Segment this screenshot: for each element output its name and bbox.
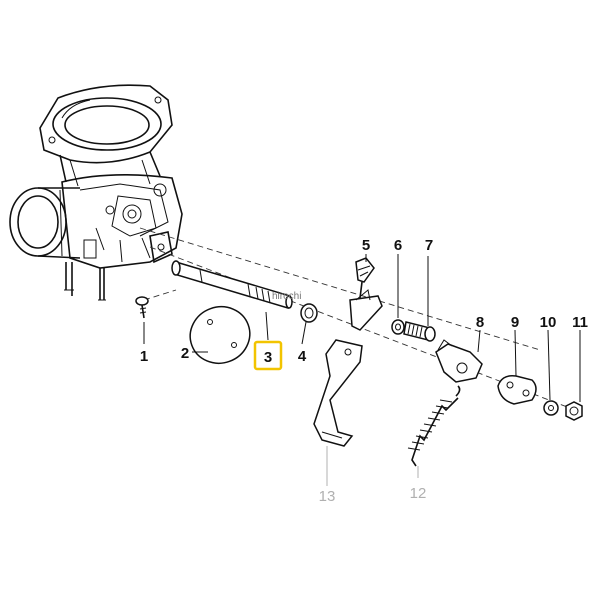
part-5-clip xyxy=(355,257,375,299)
part-7-bolt xyxy=(403,321,436,342)
callout-2: 2 xyxy=(181,345,189,362)
callout-4: 4 xyxy=(298,348,307,365)
callout-8: 8 xyxy=(476,314,484,331)
part-2-throttle-disc xyxy=(189,306,251,364)
part-13-lever-bracket xyxy=(313,289,383,447)
carburetor-body xyxy=(9,84,183,301)
callout-9: 9 xyxy=(511,314,519,331)
part-1-screw xyxy=(135,296,149,319)
part-4-washer xyxy=(300,303,318,323)
leader-lines xyxy=(143,254,581,486)
watermark-text: hirochi xyxy=(272,291,301,302)
callout-13: 13 xyxy=(319,488,336,505)
part-3-throttle-shaft xyxy=(171,260,293,309)
part-8-linkage-arm xyxy=(435,339,483,383)
part-12-spring xyxy=(407,385,461,467)
callout-11: 11 xyxy=(572,314,588,331)
callout-10: 10 xyxy=(540,314,557,331)
part-11-nut xyxy=(565,401,583,421)
callout-5: 5 xyxy=(362,237,370,254)
part-6-washer xyxy=(391,319,405,335)
callout-12: 12 xyxy=(410,485,427,502)
callout-7: 7 xyxy=(425,237,433,254)
callout-3-highlight-box xyxy=(253,340,283,371)
callout-6: 6 xyxy=(394,237,402,254)
callout-3[interactable]: 3 xyxy=(264,349,272,366)
assembly-axis-lines xyxy=(139,227,576,411)
part-10-washer xyxy=(543,400,559,416)
callout-1: 1 xyxy=(140,348,148,365)
callout-labels: 1 2 3 4 5 6 7 8 9 10 11 12 13 xyxy=(140,237,588,505)
part-9-cam-plate xyxy=(497,374,537,405)
